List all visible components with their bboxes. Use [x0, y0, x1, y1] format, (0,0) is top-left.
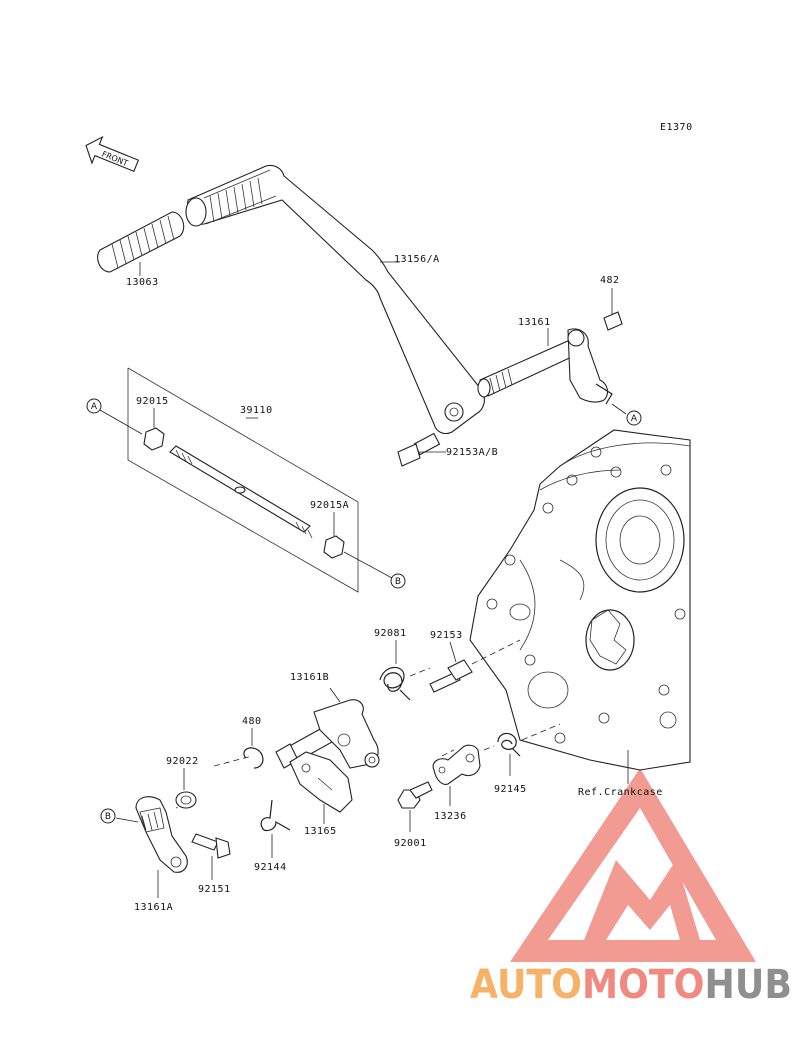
part-label-92081: 92081	[374, 628, 407, 639]
part-label-92151: 92151	[198, 884, 231, 895]
ref-circle-b-left: B	[100, 808, 139, 824]
bolt-92153AB	[397, 432, 446, 467]
pedal-rubber	[97, 211, 185, 276]
watermark-logo	[510, 768, 756, 962]
spring-92081	[379, 640, 411, 701]
nut-92015	[143, 408, 165, 451]
part-label-13156A: 13156/A	[394, 254, 440, 265]
part-label-92022: 92022	[166, 756, 199, 767]
part-label-13161B: 13161B	[290, 672, 329, 683]
shift-shaft	[477, 328, 627, 415]
part-label-92145: 92145	[494, 784, 527, 795]
part-label-92153AB: 92153A/B	[446, 447, 498, 458]
ref-circle-a-left: A	[86, 398, 143, 435]
diagram-code: E1370	[660, 122, 693, 133]
part-label-13063: 13063	[126, 277, 159, 288]
part-label-92015: 92015	[136, 396, 169, 407]
watermark-wordmark: AUTOMOTOHUB	[470, 962, 792, 1008]
part-label-92144: 92144	[254, 862, 287, 873]
svg-text:AUTOMOTOHUB: AUTOMOTOHUB	[470, 962, 792, 1008]
part-label-92153: 92153	[430, 630, 463, 641]
part-label-13161A: 13161A	[134, 902, 173, 913]
nut-92015A	[323, 512, 345, 559]
part-label-13161: 13161	[518, 317, 551, 328]
lever-13161A	[135, 796, 188, 898]
part-label-480: 480	[242, 716, 262, 727]
svg-text:B: B	[395, 577, 401, 587]
part-label-482: 482	[600, 275, 620, 286]
ref-circle-b-right: B	[343, 551, 406, 589]
svg-text:B: B	[105, 812, 111, 822]
spring-92144	[260, 799, 291, 858]
ref-crankcase-label: Ref.Crankcase	[578, 787, 663, 798]
shift-pedal	[185, 164, 485, 435]
part-label-92015A: 92015A	[310, 500, 349, 511]
bolt-92001	[397, 781, 433, 832]
pin-bolt-92153	[429, 641, 473, 693]
shift-plate-13165	[289, 751, 353, 824]
bolt-92151	[191, 833, 231, 880]
tie-rod-assembly-bracket	[127, 367, 359, 593]
part-label-92001: 92001	[394, 838, 427, 849]
part-label-39110: 39110	[240, 405, 273, 416]
part-label-13165: 13165	[304, 826, 337, 837]
shift-mechanism-arm	[275, 687, 380, 769]
lever-13236	[432, 744, 481, 806]
tie-rod	[169, 445, 313, 539]
svg-text:A: A	[631, 414, 638, 424]
circlip-480	[243, 728, 264, 769]
part-label-13236: 13236	[434, 811, 467, 822]
front-arrow-icon: FRONT	[85, 135, 140, 173]
spring-92145	[497, 732, 521, 776]
svg-text:A: A	[91, 402, 98, 412]
ref-circle-a-right: A	[626, 410, 642, 426]
washer-482	[603, 288, 623, 331]
crankcase	[469, 429, 691, 784]
washer-92022	[175, 768, 197, 809]
